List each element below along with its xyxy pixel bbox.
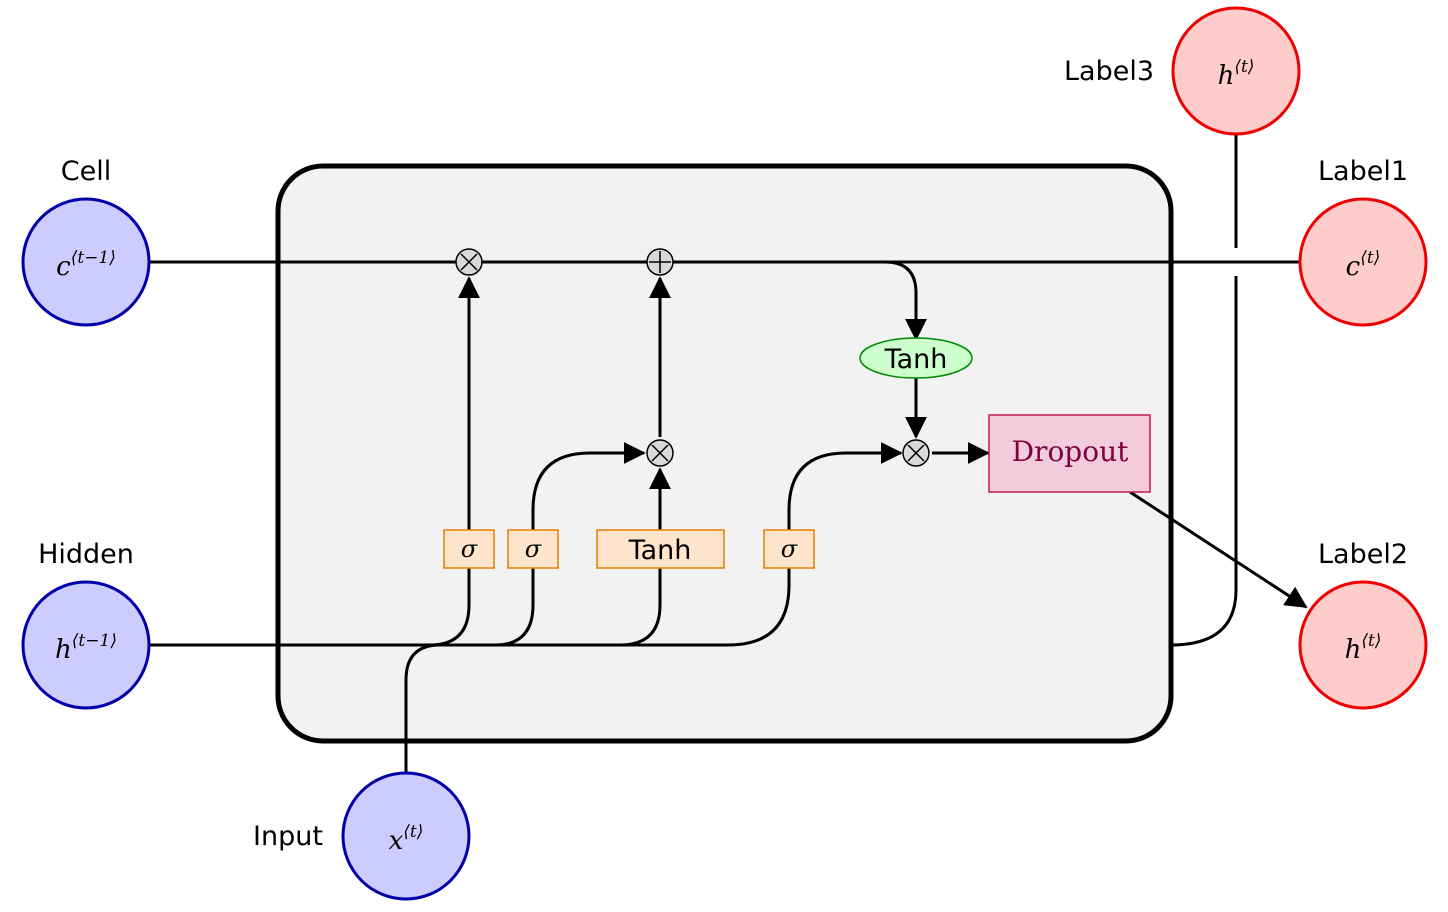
input-to-mult: [531, 442, 646, 530]
hidden-prev-node: h⟨t−1⟩: [21, 580, 151, 710]
hidden-label: Hidden: [38, 539, 134, 570]
input-branch: [494, 568, 535, 647]
svg-text:x⟨t⟩: x⟨t⟩: [389, 822, 424, 856]
cell-to-tanh: [850, 260, 927, 341]
svg-text:σ: σ: [781, 535, 798, 563]
svg-text:Tanh: Tanh: [628, 535, 692, 566]
cell-label: Cell: [61, 156, 111, 187]
output-multiply-op: [902, 439, 930, 467]
cell-output-node: c⟨t⟩: [1298, 197, 1428, 327]
forget-gate-sigma: σ: [443, 529, 495, 569]
output-to-mult: [787, 442, 903, 530]
lstm-cell-box: [275, 163, 1174, 744]
dropout-to-output: [1129, 490, 1308, 609]
top-output-node: h⟨t⟩: [1171, 6, 1301, 136]
hidden-line: [150, 568, 791, 647]
input-label: Input: [253, 821, 323, 852]
input-line: [404, 643, 441, 772]
candidate-tanh-gate: Tanh: [596, 529, 725, 569]
input-multiply-op: [646, 439, 674, 467]
svg-text:h⟨t⟩: h⟨t⟩: [1218, 57, 1255, 91]
label1: Label1: [1318, 156, 1408, 187]
hidden-output-node: h⟨t⟩: [1298, 580, 1428, 710]
svg-text:σ: σ: [461, 535, 478, 563]
svg-text:Tanh: Tanh: [884, 344, 948, 375]
input-gate-sigma: σ: [507, 529, 559, 569]
svg-text:c⟨t⟩: c⟨t⟩: [1346, 248, 1381, 282]
cell-add-op: [646, 248, 674, 276]
forget-multiply-op: [455, 248, 483, 276]
input-node: x⟨t⟩: [341, 771, 471, 901]
cell-tanh-gate: Tanh: [859, 337, 973, 379]
dropout-box: Dropout: [988, 414, 1151, 493]
svg-text:Dropout: Dropout: [1012, 435, 1130, 468]
svg-text:c⟨t−1⟩: c⟨t−1⟩: [56, 248, 116, 282]
tanh-branch: [619, 568, 662, 647]
label3: Label3: [1064, 56, 1154, 87]
label2: Label2: [1318, 539, 1408, 570]
cell-prev-node: c⟨t−1⟩: [21, 197, 151, 327]
svg-text:σ: σ: [525, 535, 542, 563]
svg-text:h⟨t−1⟩: h⟨t−1⟩: [55, 631, 117, 665]
svg-text:h⟨t⟩: h⟨t⟩: [1345, 631, 1382, 665]
hidden-to-top-output: [1170, 134, 1238, 647]
output-gate-sigma: σ: [763, 529, 815, 569]
